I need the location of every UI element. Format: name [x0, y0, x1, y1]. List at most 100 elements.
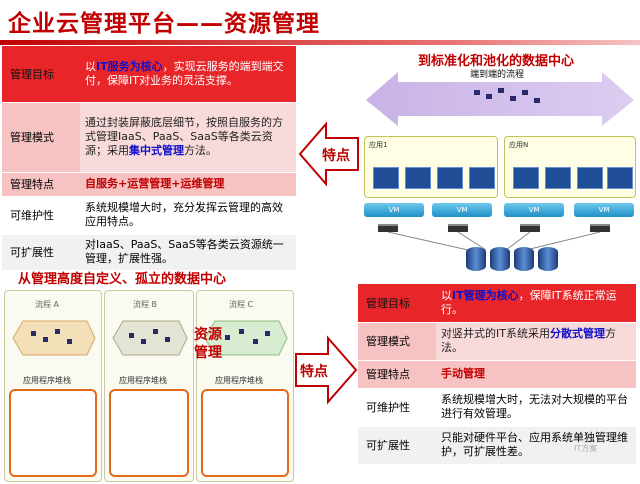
silo-flow-diagram [12, 320, 96, 356]
row-text: ，保障IT系统正常运行。 [441, 288, 617, 316]
end-to-end-flow-arrow [366, 72, 634, 126]
app-module [469, 167, 495, 189]
silo-a: 流程 A 应用程序堆栈 [4, 290, 102, 482]
app-group-1-label: 应用1 [369, 141, 388, 149]
table-row: 可维护性 系统规模增大时，充分发挥云管理的高效应用特点。 [2, 196, 296, 235]
app-module [373, 167, 399, 189]
silo-c-frame [201, 389, 289, 477]
storage-disk-icon [514, 247, 534, 271]
row-text: 方法。 [441, 327, 616, 354]
storage-disk-icon [490, 247, 510, 271]
row-label: 管理模式 [358, 322, 436, 361]
table-row: 管理模式 通过封装屏蔽底层细节，按照自服务的方式管理IaaS、PaaS、SaaS… [2, 102, 296, 173]
row-label: 管理目标 [358, 284, 436, 323]
silo-flow-diagram [204, 320, 288, 356]
app-group-n: 应用N [504, 136, 636, 198]
row-text: 方法。 [184, 144, 217, 157]
table-row: 管理模式 对竖井式的IT系统采用分散式管理方法。 [358, 322, 636, 361]
row-value: 手动管理 [436, 360, 636, 389]
app-module [437, 167, 463, 189]
traditional-management-table: 管理目标 以IT管理为核心，保障IT系统正常运行。 管理模式 对竖井式的IT系统… [358, 284, 636, 465]
server-icon [590, 224, 610, 232]
highlight-text: 集中式管理 [129, 144, 184, 157]
silo-b: 流程 B 应用程序堆栈 [104, 290, 194, 482]
app-group-n-label: 应用N [509, 141, 529, 149]
row-value: 系统规模增大时，无法对大规模的平台进行有效管理。 [436, 388, 636, 427]
row-label: 可维护性 [2, 196, 80, 235]
title-underline [0, 40, 640, 45]
silo-stack-label: 应用程序堆栈 [23, 376, 71, 385]
row-label: 管理特点 [358, 360, 436, 389]
silo-stack-label: 应用程序堆栈 [215, 376, 263, 385]
row-text: 自服务+运营管理+运维管理 [85, 177, 225, 190]
features-label: 特点 [300, 363, 328, 380]
app-module [513, 167, 539, 189]
row-value: 对IaaS、PaaS、SaaS等各类云资源统一管理，扩展性强。 [80, 234, 296, 271]
highlight-text: IT管理为核心 [452, 288, 519, 302]
row-text: ，实现云服务的端到端交付，保障IT对业务的灵活支撑。 [85, 59, 284, 87]
silo-flow-label: 流程 B [133, 300, 158, 309]
row-label: 可扩展性 [358, 426, 436, 465]
table-row: 管理目标 以IT管理为核心，保障IT系统正常运行。 [358, 284, 636, 323]
row-value: 对竖井式的IT系统采用分散式管理方法。 [436, 322, 636, 361]
table-row: 可扩展性 对IaaS、PaaS、SaaS等各类云资源统一管理，扩展性强。 [2, 234, 296, 271]
row-label: 管理目标 [2, 46, 80, 103]
table-row: 管理目标 以IT服务为核心，实现云服务的端到端交付，保障IT对业务的灵活支撑。 [2, 46, 296, 103]
vm-block: VM [504, 203, 564, 217]
row-label: 管理特点 [2, 172, 80, 197]
row-value: 以IT服务为核心，实现云服务的端到端交付，保障IT对业务的灵活支撑。 [80, 46, 296, 103]
cloud-management-table: 管理目标 以IT服务为核心，实现云服务的端到端交付，保障IT对业务的灵活支撑。 … [2, 46, 296, 271]
silo-flow-label: 流程 C [229, 300, 254, 309]
storage-links [388, 232, 601, 251]
app-group-1: 应用1 [364, 136, 498, 198]
vm-block: VM [432, 203, 492, 217]
server-icon [378, 224, 398, 232]
server-icon [520, 224, 540, 232]
storage-disk-icon [538, 247, 558, 271]
highlight-text: IT服务为核心 [96, 59, 163, 73]
server-icon [448, 224, 468, 232]
row-label: 可维护性 [358, 388, 436, 427]
row-value: 通过封装屏蔽底层细节，按照自服务的方式管理IaaS、PaaS、SaaS等各类云资… [80, 102, 296, 173]
silo-flow-label: 流程 A [35, 300, 60, 309]
row-text: 只能对硬件平台、应用系统单独管理维护，可扩展性差。 [441, 431, 628, 458]
row-text: 对IaaS、PaaS、SaaS等各类云资源统一管理，扩展性强。 [85, 238, 284, 265]
row-text: 手动管理 [441, 367, 485, 380]
vm-block: VM [574, 203, 634, 217]
row-text: 系统规模增大时，无法对大规模的平台进行有效管理。 [441, 393, 628, 420]
app-module [607, 167, 633, 189]
row-value: 只能对硬件平台、应用系统单独管理维护，可扩展性差。 [436, 426, 636, 465]
silo-a-frame [9, 389, 97, 477]
features-label: 特点 [322, 147, 350, 164]
features-arrow-right: 特点 [295, 335, 358, 405]
row-label: 管理模式 [2, 102, 80, 173]
app-module [545, 167, 571, 189]
row-value: 以IT管理为核心，保障IT系统正常运行。 [436, 284, 636, 323]
silo-stack-label: 应用程序堆栈 [119, 376, 167, 385]
row-text: 系统规模增大时，充分发挥云管理的高效应用特点。 [85, 201, 283, 228]
storage-disk-icon [466, 247, 486, 271]
row-label: 可扩展性 [2, 234, 80, 271]
app-module [577, 167, 603, 189]
highlight-text: 分散式管理 [549, 327, 605, 340]
row-text: 以 [441, 288, 452, 302]
vm-block: VM [364, 203, 424, 217]
table-row: 可扩展性 只能对硬件平台、应用系统单独管理维护，可扩展性差。 [358, 426, 636, 465]
row-text: 对竖井式的IT系统采用 [441, 327, 550, 340]
row-text: 以 [85, 59, 96, 73]
isolated-title: 从管理高度自定义、孤立的数据中心 [18, 272, 227, 287]
resource-management-label: 资源管理 [194, 327, 222, 361]
row-text: 通过封装屏蔽底层细节，按照自服务的方式管理IaaS、PaaS、SaaS等各类云资… [85, 116, 283, 157]
app-module [405, 167, 431, 189]
table-row: 管理特点 手动管理 [358, 360, 636, 389]
row-value: 自服务+运营管理+运维管理 [80, 172, 296, 197]
silo-c: 流程 C 应用程序堆栈 [196, 290, 294, 482]
datacenter-subtitle: 端到端的流程 [470, 70, 525, 80]
page-title: 企业云管理平台——资源管理 [8, 11, 320, 37]
table-row: 管理特点 自服务+运营管理+运维管理 [2, 172, 296, 197]
datacenter-title: 到标准化和池化的数据中心 [418, 54, 575, 69]
row-value: 系统规模增大时，充分发挥云管理的高效应用特点。 [80, 196, 296, 235]
silo-flow-diagram [112, 320, 188, 356]
features-arrow-left: 特点 [298, 121, 359, 187]
silo-b-frame [109, 389, 189, 477]
